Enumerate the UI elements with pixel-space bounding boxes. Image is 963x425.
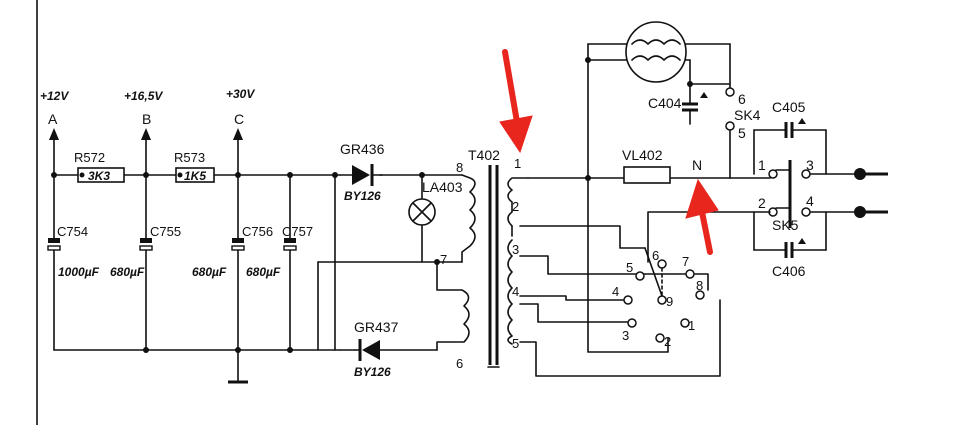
c405-name: C405 [772,99,806,115]
tpin-5: 5 [512,336,519,351]
primary-coil-upper [461,174,476,263]
c755-name: C755 [150,224,181,239]
r573-value: 1K5 [184,169,206,183]
socket-sk4 [725,87,735,179]
secondary-coil-b [507,239,513,345]
capacitor-c757 [283,174,297,351]
sk4-name: SK4 [734,107,761,123]
r572-value: 3K3 [88,169,110,183]
indicator-tube [625,21,687,83]
tpin-4: 4 [512,284,519,299]
sel-pos-4: 4 [612,284,619,299]
capacitor-c754 [47,174,61,351]
c406-name: C406 [772,263,806,279]
c754-value: 1000µF [58,265,100,279]
c756-value: 680µF [192,265,227,279]
output-terminal-top [854,168,866,180]
lamp-la403 [408,198,436,226]
rail-c-voltage: +30V [226,87,255,101]
sk5-pin1: 1 [758,157,766,173]
rail-c-letter: C [234,111,244,127]
lamp-name: LA403 [422,179,463,195]
rail-b-voltage: +16,5V [124,89,163,103]
sk5-name: SK5 [772,217,799,233]
sk5-pin4: 4 [806,193,814,209]
primary-coil-lower [436,261,470,351]
resistor-r573 [175,167,215,183]
sel-pos-6: 6 [652,248,659,263]
c757-name: C757 [282,224,313,239]
resistor-r572 [77,167,125,183]
transformer-name: T402 [468,147,500,163]
tpin-1: 1 [514,156,521,171]
tpin-6: 6 [456,356,463,371]
fuse-name: VL402 [622,147,663,163]
sel-pos-9: 9 [666,294,673,309]
capacitor-c404 [682,59,731,125]
red-arrow-top [499,49,533,154]
sel-pos-5: 5 [626,260,633,275]
rail-c-arrow [233,128,243,176]
red-arrow-n [685,178,719,255]
r572-name: R572 [74,150,105,165]
rail-b-letter: B [142,111,151,127]
gr436-type: BY126 [344,189,381,203]
gr437-name: GR437 [354,319,399,335]
c404-name: C404 [648,95,682,111]
node-n-label: N [692,157,702,173]
capacitor-c755 [139,174,153,351]
tpin-8: 8 [456,160,463,175]
tpin-3: 3 [512,242,519,257]
sel-pos-2: 2 [664,334,671,349]
sk4-pin6: 6 [738,91,746,107]
sk5-pin3: 3 [806,157,814,173]
rail-a-arrow [49,128,59,176]
sel-pos-8: 8 [696,278,703,293]
rail-a-voltage: +12V [40,89,69,103]
capacitor-c405 [753,118,827,175]
gr437-type: BY126 [354,365,391,379]
sel-pos-1: 1 [688,318,695,333]
output-terminal-bottom [854,206,866,218]
capacitor-c756 [231,174,245,383]
socket-sk5 [768,160,811,228]
rail-b-arrow [141,128,151,176]
secondary-coil-a [507,177,529,227]
sel-pos-7: 7 [682,254,689,269]
diode-gr437 [354,339,438,361]
diode-gr436 [339,164,383,186]
c754-name: C754 [57,224,88,239]
tpin-7: 7 [440,252,447,267]
fuse-vl402 [623,166,671,184]
sk5-pin2: 2 [758,195,766,211]
r573-name: R573 [174,150,205,165]
capacitor-c406 [753,211,827,258]
gr436-name: GR436 [340,141,385,157]
sk4-pin5: 5 [738,125,746,141]
c755-value: 680µF [110,265,145,279]
c756-name: C756 [242,224,273,239]
c757-value: 680µF [246,265,281,279]
sel-pos-3: 3 [622,328,629,343]
rail-a-letter: A [48,111,58,127]
tpin-2: 2 [512,199,519,214]
selector-switch [623,247,705,343]
